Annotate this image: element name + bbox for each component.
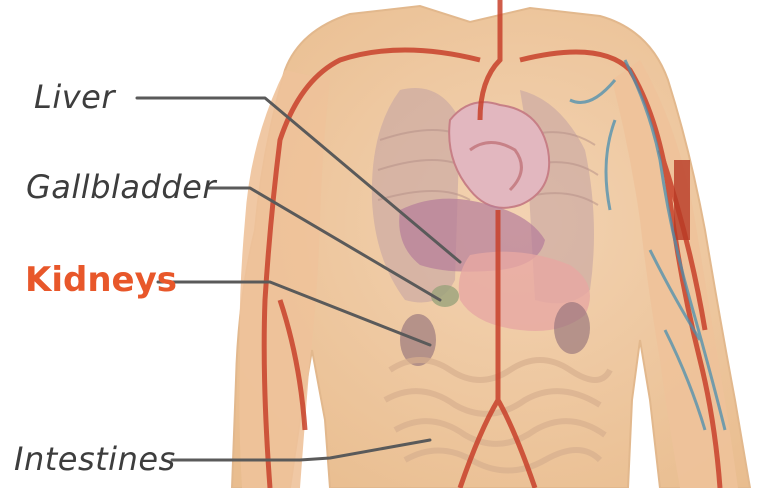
label-liver: Liver [34,78,115,116]
label-kidneys: Kidneys [25,260,177,300]
leader-line-kidneys [158,282,430,345]
label-gallbladder: Gallbladder [26,168,216,206]
leader-line-intestines [172,440,430,460]
label-intestines: Intestines [14,440,176,478]
